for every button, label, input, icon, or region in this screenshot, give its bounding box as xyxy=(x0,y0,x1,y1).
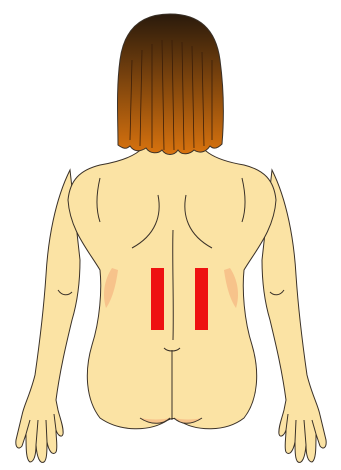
marker-left-lumbar xyxy=(151,268,164,330)
spine-line xyxy=(173,230,174,340)
hair xyxy=(118,14,224,155)
marker-right-lumbar xyxy=(195,268,208,330)
